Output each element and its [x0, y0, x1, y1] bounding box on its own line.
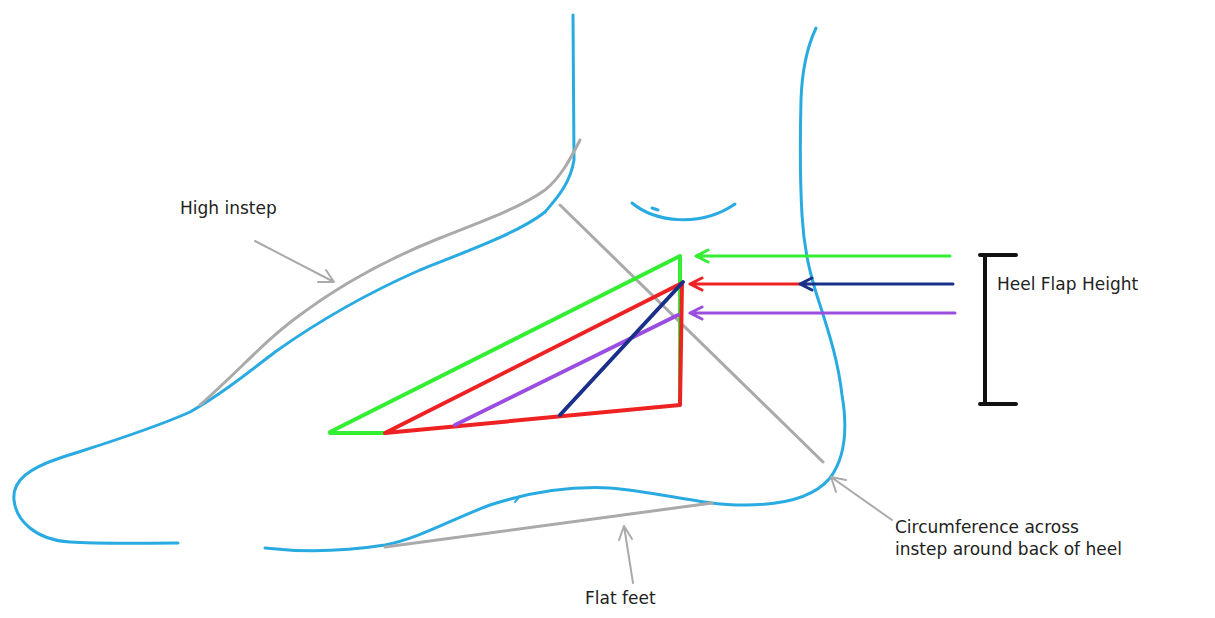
- purple-arrow: [690, 307, 955, 319]
- foot-outline: [265, 28, 845, 551]
- annotation-label: Heel Flap Height: [995, 273, 1140, 295]
- circumference-line: [560, 205, 823, 462]
- foot-outline: [14, 15, 574, 543]
- leader-arrow: [831, 477, 892, 520]
- annotation-label: High instep: [180, 197, 277, 219]
- ankle-mark: [652, 208, 658, 210]
- annotation-label: Flat feet: [585, 587, 656, 609]
- leader-arrow: [255, 241, 334, 282]
- leader-arrow: [619, 526, 633, 583]
- ankle-outline: [632, 203, 735, 220]
- navy-arrow: [800, 278, 953, 290]
- red-triangle: [385, 283, 682, 433]
- sole-mark: [515, 496, 520, 502]
- annotation-label: Circumference across instep around back …: [895, 516, 1127, 560]
- flat-feet-line: [385, 503, 712, 547]
- navy-line: [560, 282, 683, 415]
- green-arrow: [696, 250, 950, 262]
- red-arrow: [690, 278, 800, 290]
